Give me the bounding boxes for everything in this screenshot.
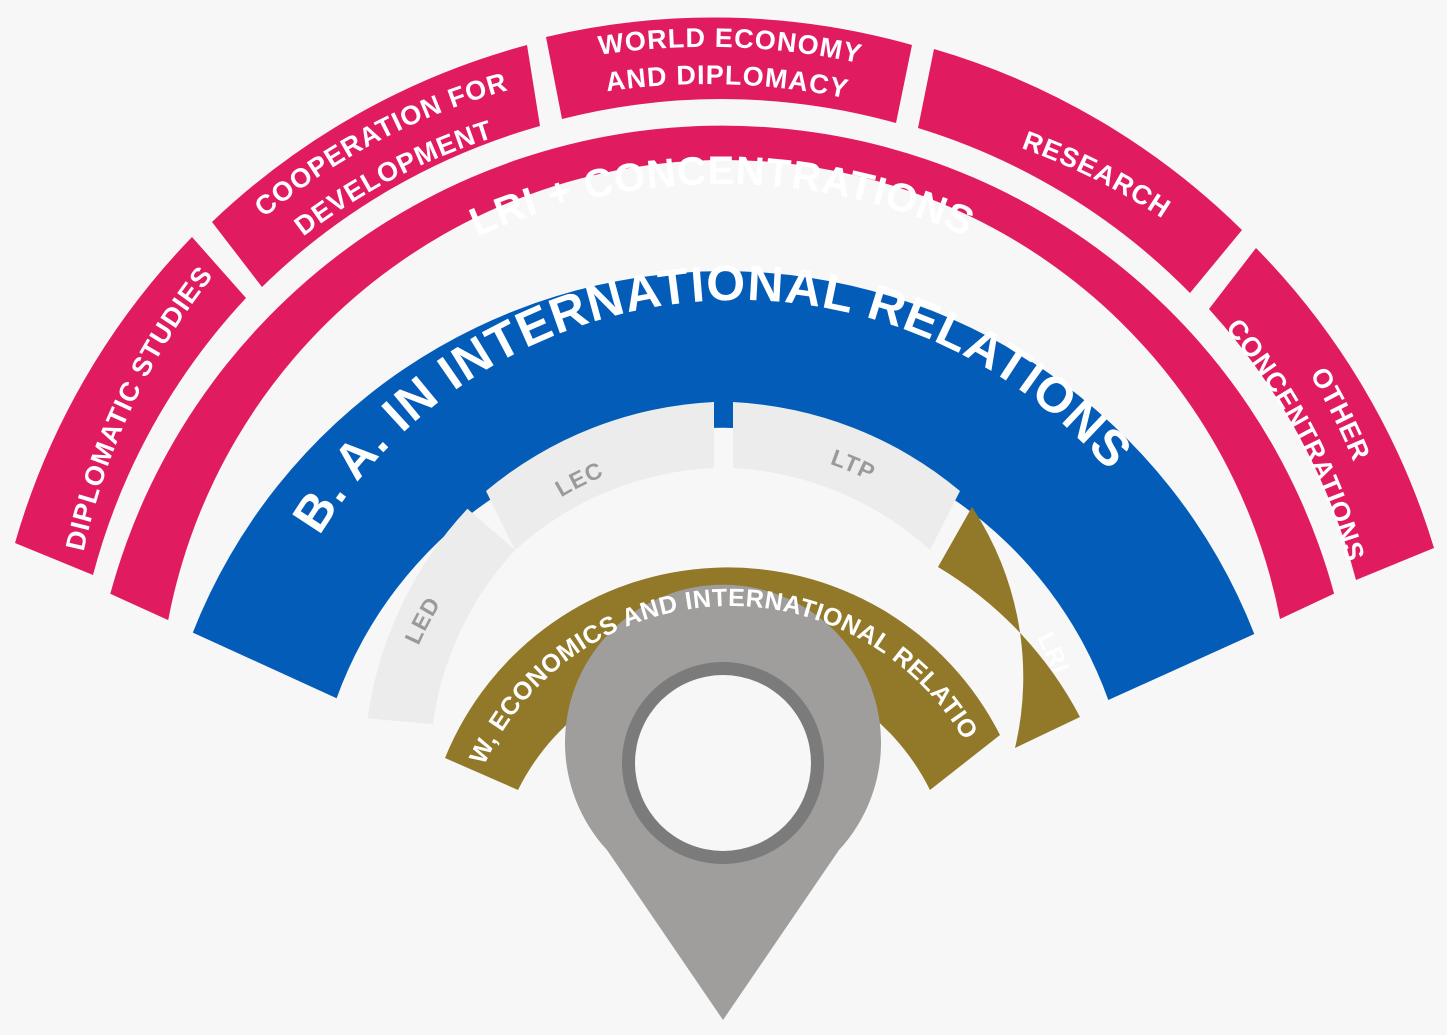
other-concentrations-segment bbox=[1209, 248, 1434, 580]
law-economics-segment bbox=[445, 567, 1000, 790]
diplomatic-studies-segment bbox=[15, 237, 246, 575]
cooperation-segment bbox=[212, 45, 540, 287]
ba-international-relations-ring bbox=[192, 271, 1255, 700]
lec-segment bbox=[486, 402, 714, 550]
lri-concentrations-ring bbox=[110, 125, 1335, 621]
led-segment bbox=[367, 508, 516, 725]
lri-segment bbox=[938, 507, 1080, 748]
research-segment bbox=[918, 49, 1242, 293]
world-economy-segment bbox=[546, 17, 912, 123]
map-pin-icon bbox=[565, 584, 881, 1020]
ltp-segment bbox=[733, 402, 960, 550]
